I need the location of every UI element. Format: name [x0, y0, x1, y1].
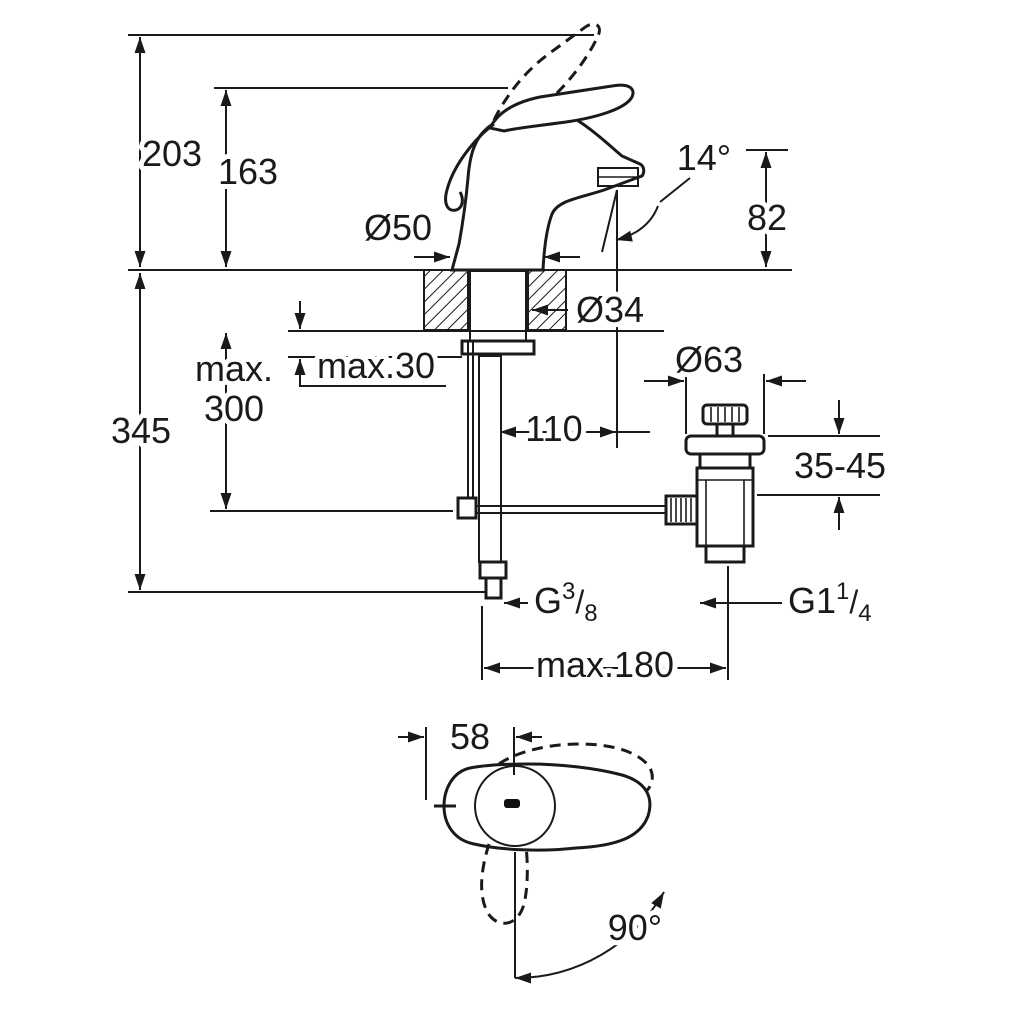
faucet-handle [487, 83, 635, 133]
dim-waste-thread: G11/4 [700, 573, 877, 632]
faucet-side-view [444, 22, 646, 272]
waste-thread-slash: / [849, 584, 858, 620]
pop-up-rod [467, 341, 474, 498]
dim-waste-flange-diameter: Ø63 [644, 334, 806, 434]
spout-angle-label: 14° [677, 137, 731, 178]
handle-plan-width-label: 58 [450, 716, 490, 757]
plan-handle-raised-dashed [484, 742, 654, 800]
supply-thread-denominator: 8 [584, 600, 597, 627]
rod-clamp-knurl [670, 498, 692, 522]
waste-flange-diameter-label: Ø63 [675, 339, 743, 380]
dim-overall-height: 203 [128, 34, 594, 267]
spout-outlet-height-label: 82 [747, 197, 787, 238]
hose-length-label: 345 [111, 410, 171, 451]
dim-waste-mount-range: 35-45 [757, 400, 891, 530]
dim-hose-length: 345 [106, 273, 486, 593]
dim-spout-projection: 110 [500, 403, 650, 454]
handle-plan-view: 58 90° [398, 711, 667, 984]
plan-handle-down-dashed [480, 843, 529, 925]
pop-up-waste [664, 403, 766, 564]
horizontal-rod [476, 505, 666, 514]
dim-spout-outlet-height: 82 [742, 149, 792, 267]
supply-thread-label: G3/8 [534, 578, 598, 627]
waste-mount-range-label: 35-45 [794, 445, 886, 486]
dim-handle-swivel-angle: 90° [514, 852, 667, 984]
waste-knob-knurl [710, 407, 740, 422]
body-height-label: 163 [218, 151, 278, 192]
dim-body-height: 163 [213, 87, 508, 267]
supply-thread-prefix: G [534, 580, 562, 621]
spout-projection-label: 110 [525, 408, 582, 449]
plan-cartridge-mark [504, 799, 520, 808]
supply-hose [478, 355, 502, 563]
max-hose-length-label: 300 [204, 388, 264, 429]
swivel-arc [514, 891, 665, 984]
hole-diameter-label: Ø34 [576, 289, 644, 330]
max-deck-thickness-label: max.30 [317, 345, 435, 386]
waste-thread-numerator: 1 [836, 578, 849, 605]
mounting-nut [460, 339, 536, 356]
max-hose-word-label: max. [195, 348, 273, 389]
dim-rod-max-reach: max.180 [481, 566, 729, 690]
hose-thread-end [484, 576, 503, 600]
waste-neck [698, 452, 752, 470]
waste-thread-denominator: 4 [858, 600, 871, 627]
dim-max-hose: max. 300 [190, 333, 453, 512]
handle-swivel-angle-label: 90° [608, 907, 662, 948]
faucet-handle-raised-dashed [492, 22, 601, 121]
plan-handle-outline [442, 762, 652, 852]
dim-supply-thread: G3/8 [504, 573, 603, 632]
rod-max-reach-label: max.180 [536, 644, 674, 685]
under-deck-parts [456, 270, 666, 600]
overall-height-label: 203 [142, 133, 202, 174]
dim-max-deck-thickness: max.30 [294, 301, 446, 391]
aerator [597, 167, 639, 187]
deck-hatch-left [424, 271, 468, 330]
waste-thread-prefix: G1 [788, 580, 836, 621]
faucet-body [450, 108, 646, 272]
rod-clevis [456, 496, 478, 520]
deck-hatch-right [528, 271, 566, 330]
supply-thread-numerator: 3 [562, 578, 575, 605]
hose-connector [478, 560, 508, 580]
mounting-deck [128, 269, 792, 358]
dim-spout-angle: 14° [601, 132, 736, 448]
waste-tailpiece [704, 544, 746, 564]
dim-hole-diameter: Ø34 [532, 284, 664, 335]
dim-handle-plan-width: 58 [398, 711, 542, 800]
waste-flange [684, 434, 766, 456]
supply-thread-slash: / [575, 584, 584, 620]
waste-stem [715, 422, 735, 438]
base-diameter-label: Ø50 [364, 207, 432, 248]
lever-loop [444, 122, 495, 212]
waste-thread-label: G11/4 [788, 578, 872, 627]
dim-base-diameter: Ø50 [359, 202, 580, 263]
